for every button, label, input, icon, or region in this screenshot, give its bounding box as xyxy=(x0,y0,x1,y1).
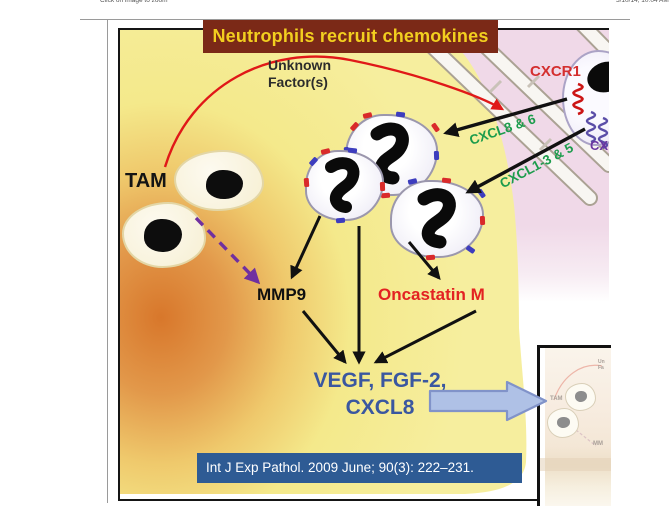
mmp9-label: MMP9 xyxy=(257,285,307,304)
inset-mmp-fragment: MM xyxy=(593,441,603,447)
inset-tam-label: TAM xyxy=(550,396,563,402)
tam-cell xyxy=(174,150,264,211)
receptor-dot xyxy=(433,151,440,161)
receptor-dot xyxy=(335,217,345,224)
tam-label: TAM xyxy=(125,170,167,192)
inset-thumbnail: Un Fa TAM MM xyxy=(537,345,611,506)
neutrophil-cell xyxy=(390,177,487,261)
receptor-dot xyxy=(479,215,486,225)
page-frame-horizontal-line xyxy=(80,19,630,20)
page-frame-vertical-line xyxy=(107,19,108,503)
neutrophil-nucleus xyxy=(417,188,456,249)
oncostatin-m-label: Oncastatin M xyxy=(378,285,485,304)
inset-tam-cell xyxy=(547,408,579,438)
slide-figure: Unknown Factor(s) TAM CXCR1 CX CXCL8 & 6… xyxy=(118,28,609,501)
arrow-tam-to-mmp9-dashed xyxy=(194,216,261,285)
receptor-dot xyxy=(303,177,310,188)
receptor-dot xyxy=(426,254,436,261)
arrow-oncostatin-to-vegf xyxy=(373,309,477,364)
header-left-clipped-text: Click on image to zoom xyxy=(100,0,168,4)
inset-tam-cell xyxy=(565,383,596,411)
tam-cell xyxy=(122,202,206,268)
arrow-mmp9-to-vegf xyxy=(301,310,347,365)
header-right-clipped-text: 5/10/14, 10:04 AM xyxy=(616,0,669,4)
neutrophil-cell xyxy=(303,147,386,224)
receptor-dot xyxy=(395,111,406,118)
vegf-fgf2-cxcl8-label: VEGF, FGF-2, CXCL8 xyxy=(313,369,447,419)
neutrophil-nucleus xyxy=(325,157,360,213)
inset-left-margin xyxy=(540,348,545,506)
slide-content-area: Unknown Factor(s) TAM CXCR1 CX CXCL8 & 6… xyxy=(120,30,609,494)
inset-band xyxy=(540,458,611,471)
cxcr2-label-clipped: CX xyxy=(590,138,609,153)
unknown-factors-label: Unknown Factor(s) xyxy=(268,57,331,90)
cxcr1-label: CXCR1 xyxy=(530,63,581,80)
block-arrow-to-inset xyxy=(428,380,548,422)
inset-tam-nucleus xyxy=(575,391,587,402)
inset-tam-nucleus xyxy=(557,417,570,428)
receptor-dot xyxy=(379,182,386,192)
receptor-dot xyxy=(441,177,451,184)
tam-cell-nucleus xyxy=(206,170,243,199)
arrow-neutrophil-to-mmp9 xyxy=(290,215,322,280)
tam-cell-nucleus xyxy=(144,219,182,252)
citation-bar: Int J Exp Pathol. 2009 June; 90(3): 222–… xyxy=(197,453,522,483)
slide-title-banner: Neutrophils recruit chemokines xyxy=(203,20,498,53)
receptor-dot xyxy=(348,147,358,154)
inset-unknown-fragment: Un Fa xyxy=(598,359,605,371)
